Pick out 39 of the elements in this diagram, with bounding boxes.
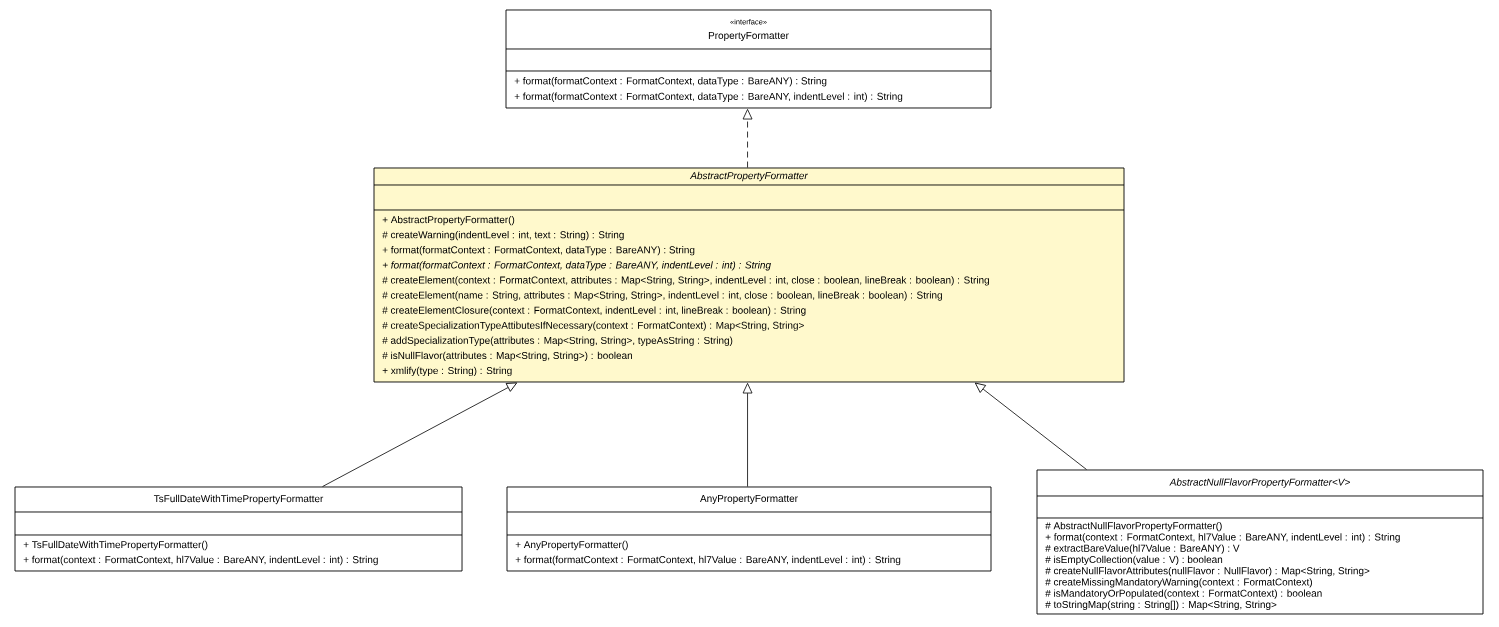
class-name: PropertyFormatter <box>708 32 789 41</box>
method-text: # createMissingMandatoryWarning(context : FormatContext) <box>1045 578 1312 588</box>
method-text: # createElement(context : FormatContext, attributes : Map<String, String>, indentLevel : int, close : boolean, lineBreak : boolean) : String <box>382 276 989 286</box>
method-text: + format(formatContext : FormatContext, dataType : BareANY) : String <box>382 246 695 256</box>
class-box <box>14 486 463 572</box>
method-text: + format(formatContext : FormatContext, hl7Value : BareANY, indentLevel : int) : String <box>515 555 901 566</box>
class-name: AnyPropertyFormatter <box>700 495 798 504</box>
method-text: # addSpecializationType(attributes : Map<String, String>, typeAsString : String) <box>382 336 733 346</box>
method-text: # createSpecializationTypeAttibutesIfNecessary(context : FormatContext) : Map<String, String> <box>382 321 804 331</box>
method-text: + xmlify(type : String) : String <box>382 366 512 377</box>
method-text: + format(formatContext : FormatContext, dataType : BareANY, indentLevel : int) : String <box>382 261 771 271</box>
method-text: # createElementClosure(context : FormatContext, indentLevel : int, lineBreak : boolean) : String <box>382 306 806 316</box>
method-text: # AbstractNullFlavorPropertyFormatter() <box>1045 522 1222 532</box>
method-text: + format(context : FormatContext, hl7Value : BareANY, indentLevel : int) : String <box>1045 533 1400 543</box>
inheritance-arrow <box>974 382 1087 470</box>
method-text: # extractBareValue(hl7Value : BareANY) : V <box>1045 544 1240 554</box>
method-text: # toStringMap(string : String[]) : Map<String, String> <box>1045 600 1277 610</box>
class-name: AbstractPropertyFormatter <box>689 171 809 182</box>
class-box <box>1036 469 1484 615</box>
class-name: AbstractNullFlavorPropertyFormatter<V> <box>1169 478 1350 488</box>
method-text: + AbstractPropertyFormatter() <box>382 215 515 226</box>
method-text: + format(formatContext : FormatContext, dataType : BareANY) : String <box>514 77 827 87</box>
inheritance-arrow <box>322 382 518 487</box>
method-text: + AnyPropertyFormatter() <box>515 540 628 551</box>
class-box <box>373 167 1125 383</box>
method-text: # createElement(name : String, attributes : Map<String, String>, indentLevel : int, close : boolean, lineBreak : boolean) : String <box>382 291 942 301</box>
method-text: + format(context : FormatContext, hl7Value : BareANY, indentLevel : int) : String <box>23 555 378 566</box>
class-box <box>506 486 992 572</box>
method-text: # isNullFlavor(attributes : Map<String, String>) : boolean <box>382 351 632 361</box>
method-text: # createWarning(indentLevel : int, text : String) : String <box>382 231 624 241</box>
class-name: TsFullDateWithTimePropertyFormatter <box>153 494 324 505</box>
realization-arrow <box>742 109 753 168</box>
method-text: + TsFullDateWithTimePropertyFormatter() <box>23 540 208 551</box>
method-text: + format(formatContext : FormatContext, dataType : BareANY, indentLevel : int) : String <box>514 92 903 102</box>
method-text: # isMandatoryOrPopulated(context : FormatContext) : boolean <box>1045 589 1322 599</box>
method-text: # isEmptyCollection(value : V) : boolean <box>1045 555 1223 565</box>
method-text: # createNullFlavorAttributes(nullFlavor : NullFlavor) : Map<String, String> <box>1045 567 1370 577</box>
class-box <box>505 9 992 109</box>
inheritance-arrow <box>742 383 753 487</box>
